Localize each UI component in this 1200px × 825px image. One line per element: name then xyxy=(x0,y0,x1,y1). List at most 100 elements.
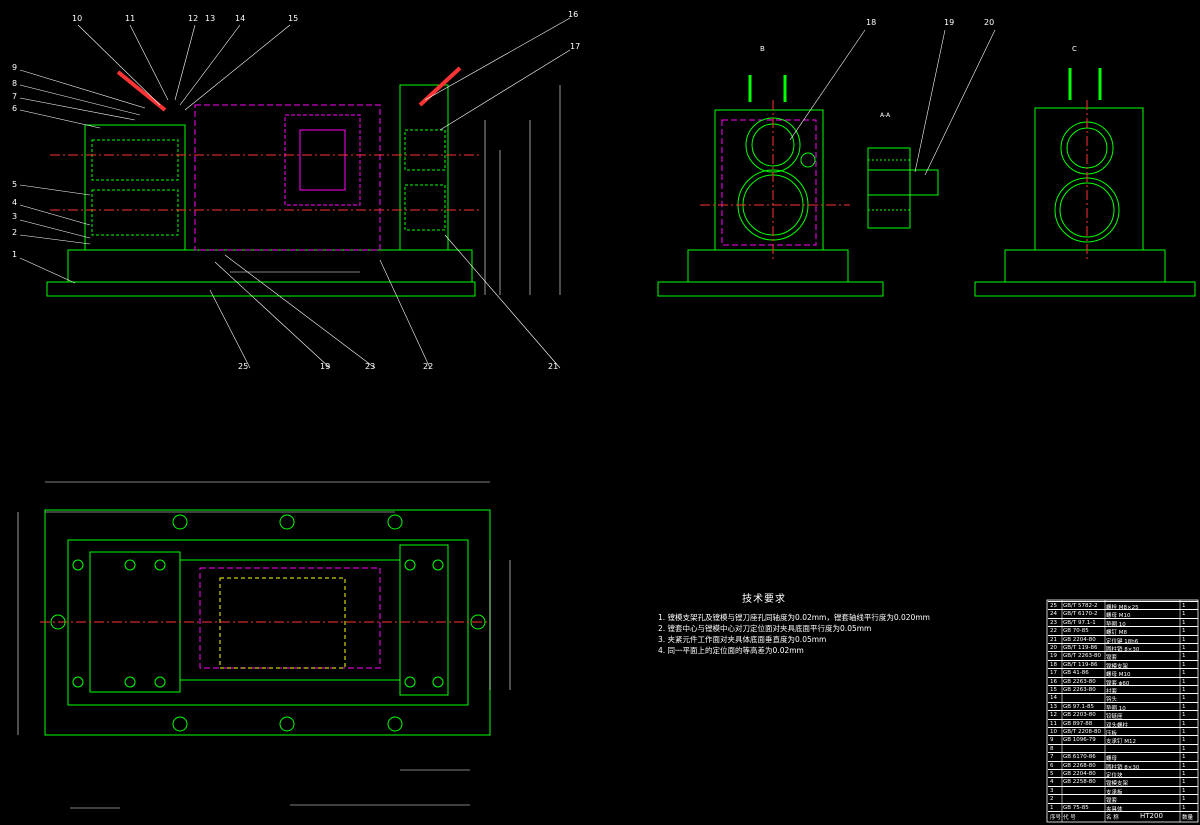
bom-cell-code: GB/T 119-86 xyxy=(1063,645,1098,651)
tech-req-item: 3. 夹紧元件工作面对夹具体底面垂直度为0.05mm xyxy=(658,635,827,644)
bom-header-name: 名 称 xyxy=(1106,815,1119,821)
balloon-25: 25 xyxy=(238,362,249,371)
bom-cell-code: GB 2203-80 xyxy=(1063,712,1096,719)
right-bush-upper xyxy=(404,129,446,171)
bom-header: 序号代 号名 称数量 xyxy=(1048,811,1198,821)
balloon-22: 22 xyxy=(423,362,434,371)
balloon-1: 1 xyxy=(12,250,18,259)
side-view-b xyxy=(657,29,884,297)
bom-cell-no: 20 xyxy=(1050,645,1057,651)
bom-cell-name: 螺钉 M8 xyxy=(1106,630,1127,637)
bom-header-qty: 数量 xyxy=(1182,815,1194,821)
bom-cell-qty: 1 xyxy=(1182,661,1186,668)
bom-cell-name: 定位块 xyxy=(1106,773,1123,779)
balloon-20: 20 xyxy=(984,18,995,27)
bom-cell-code: GB 2204-80 xyxy=(1063,636,1096,643)
bom-cell-code: GB 75-85 xyxy=(1063,804,1089,811)
bom-cell-qty: 1 xyxy=(1182,645,1186,651)
bom-cell-no: 23 xyxy=(1050,619,1057,626)
section-aa xyxy=(867,29,996,229)
bom-cell-name: 螺母 M10 xyxy=(1106,672,1131,679)
bom-cell-no: 15 xyxy=(1050,687,1057,693)
balloon-14: 14 xyxy=(235,14,246,23)
bom-cell-qty: 1 xyxy=(1182,787,1186,794)
tech-req-item: 4. 同一平面上的定位面的等高差为0.02mm xyxy=(658,646,804,655)
bom-cell-no: 8 xyxy=(1050,745,1054,752)
bom-cell-qty: 1 xyxy=(1182,611,1186,618)
bom-cell-name: 圆柱销 8×30 xyxy=(1106,647,1140,653)
balloon-16: 16 xyxy=(568,10,579,19)
bom-cell-qty: 1 xyxy=(1182,762,1186,769)
workpiece-window xyxy=(299,129,346,191)
balloon-10: 10 xyxy=(72,14,83,23)
bom-cell-no: 11 xyxy=(1050,720,1057,727)
drawing-number: HT200 xyxy=(1140,812,1163,820)
base-plate xyxy=(46,281,476,297)
bom-cell-qty: 1 xyxy=(1182,653,1186,660)
bom-cell-qty: 1 xyxy=(1182,729,1186,735)
bom-cell-name: 夹具体 xyxy=(1106,806,1123,813)
bom-cell-no: 5 xyxy=(1050,771,1054,777)
balloon-4: 4 xyxy=(12,198,18,207)
right-bush-lower xyxy=(404,184,446,231)
balloon-21: 21 xyxy=(548,362,559,371)
bom-cell-name: 双头螺柱 xyxy=(1106,722,1129,729)
bom-cell-code: GB/T 6170-2 xyxy=(1063,611,1098,618)
bom-cell-no: 16 xyxy=(1050,678,1057,685)
bom-cell-code: GB 2258-80 xyxy=(1063,779,1096,786)
bom-cell-no: 17 xyxy=(1050,670,1057,677)
bom-cell-qty: 1 xyxy=(1182,619,1186,626)
balloon-7: 7 xyxy=(12,92,18,101)
bom-row: 20 GB/T 119-86 圆柱销 8×30 1 xyxy=(1048,643,1198,653)
balloon-18: 18 xyxy=(866,18,877,27)
bom-cell-qty: 1 xyxy=(1182,737,1186,744)
bom-cell-no: 18 xyxy=(1050,661,1057,668)
bom-cell-code: GB/T 97.1-1 xyxy=(1063,619,1096,626)
balloon-6: 6 xyxy=(12,104,18,113)
bom-cell-qty: 1 xyxy=(1182,796,1186,803)
bom-cell-code: GB/T 119-86 xyxy=(1063,661,1098,668)
bom-cell-no: 12 xyxy=(1050,712,1057,719)
bom-cell-code: GB 2263-80 xyxy=(1063,678,1096,685)
tech-req-title: 技术要求 xyxy=(742,594,786,605)
bom-cell-code: GB 2204-80 xyxy=(1063,771,1096,777)
plan-view xyxy=(17,481,511,809)
balloon-2: 2 xyxy=(12,228,18,237)
balloon-12: 12 xyxy=(188,14,199,23)
bom-cell-no: 24 xyxy=(1050,611,1057,618)
bom-cell-qty: 1 xyxy=(1182,678,1186,685)
bom-cell-no: 10 xyxy=(1050,729,1057,735)
bom-cell-qty: 1 xyxy=(1182,636,1186,643)
bom-header-code: 代 号 xyxy=(1063,815,1076,821)
balloon-11: 11 xyxy=(125,14,136,23)
bom-cell-name: 螺母 xyxy=(1106,756,1118,763)
bom-cell-no: 19 xyxy=(1050,653,1057,660)
bom-cell-name: 镗套 xyxy=(1106,655,1118,662)
workpiece xyxy=(194,104,381,251)
bom-cell-code: GB 41-86 xyxy=(1063,670,1089,677)
base-upper xyxy=(67,249,473,283)
bom-cell-code: GB/T 5782-2 xyxy=(1063,603,1098,609)
bom-cell-code: GB/T 2263-80 xyxy=(1063,653,1101,660)
balloon-15: 15 xyxy=(288,14,299,23)
bom-cell-qty: 1 xyxy=(1182,745,1186,752)
bom-cell-no: 1 xyxy=(1050,804,1054,811)
bom-cell-no: 22 xyxy=(1050,628,1057,635)
bom-cell-no: 21 xyxy=(1050,636,1057,643)
